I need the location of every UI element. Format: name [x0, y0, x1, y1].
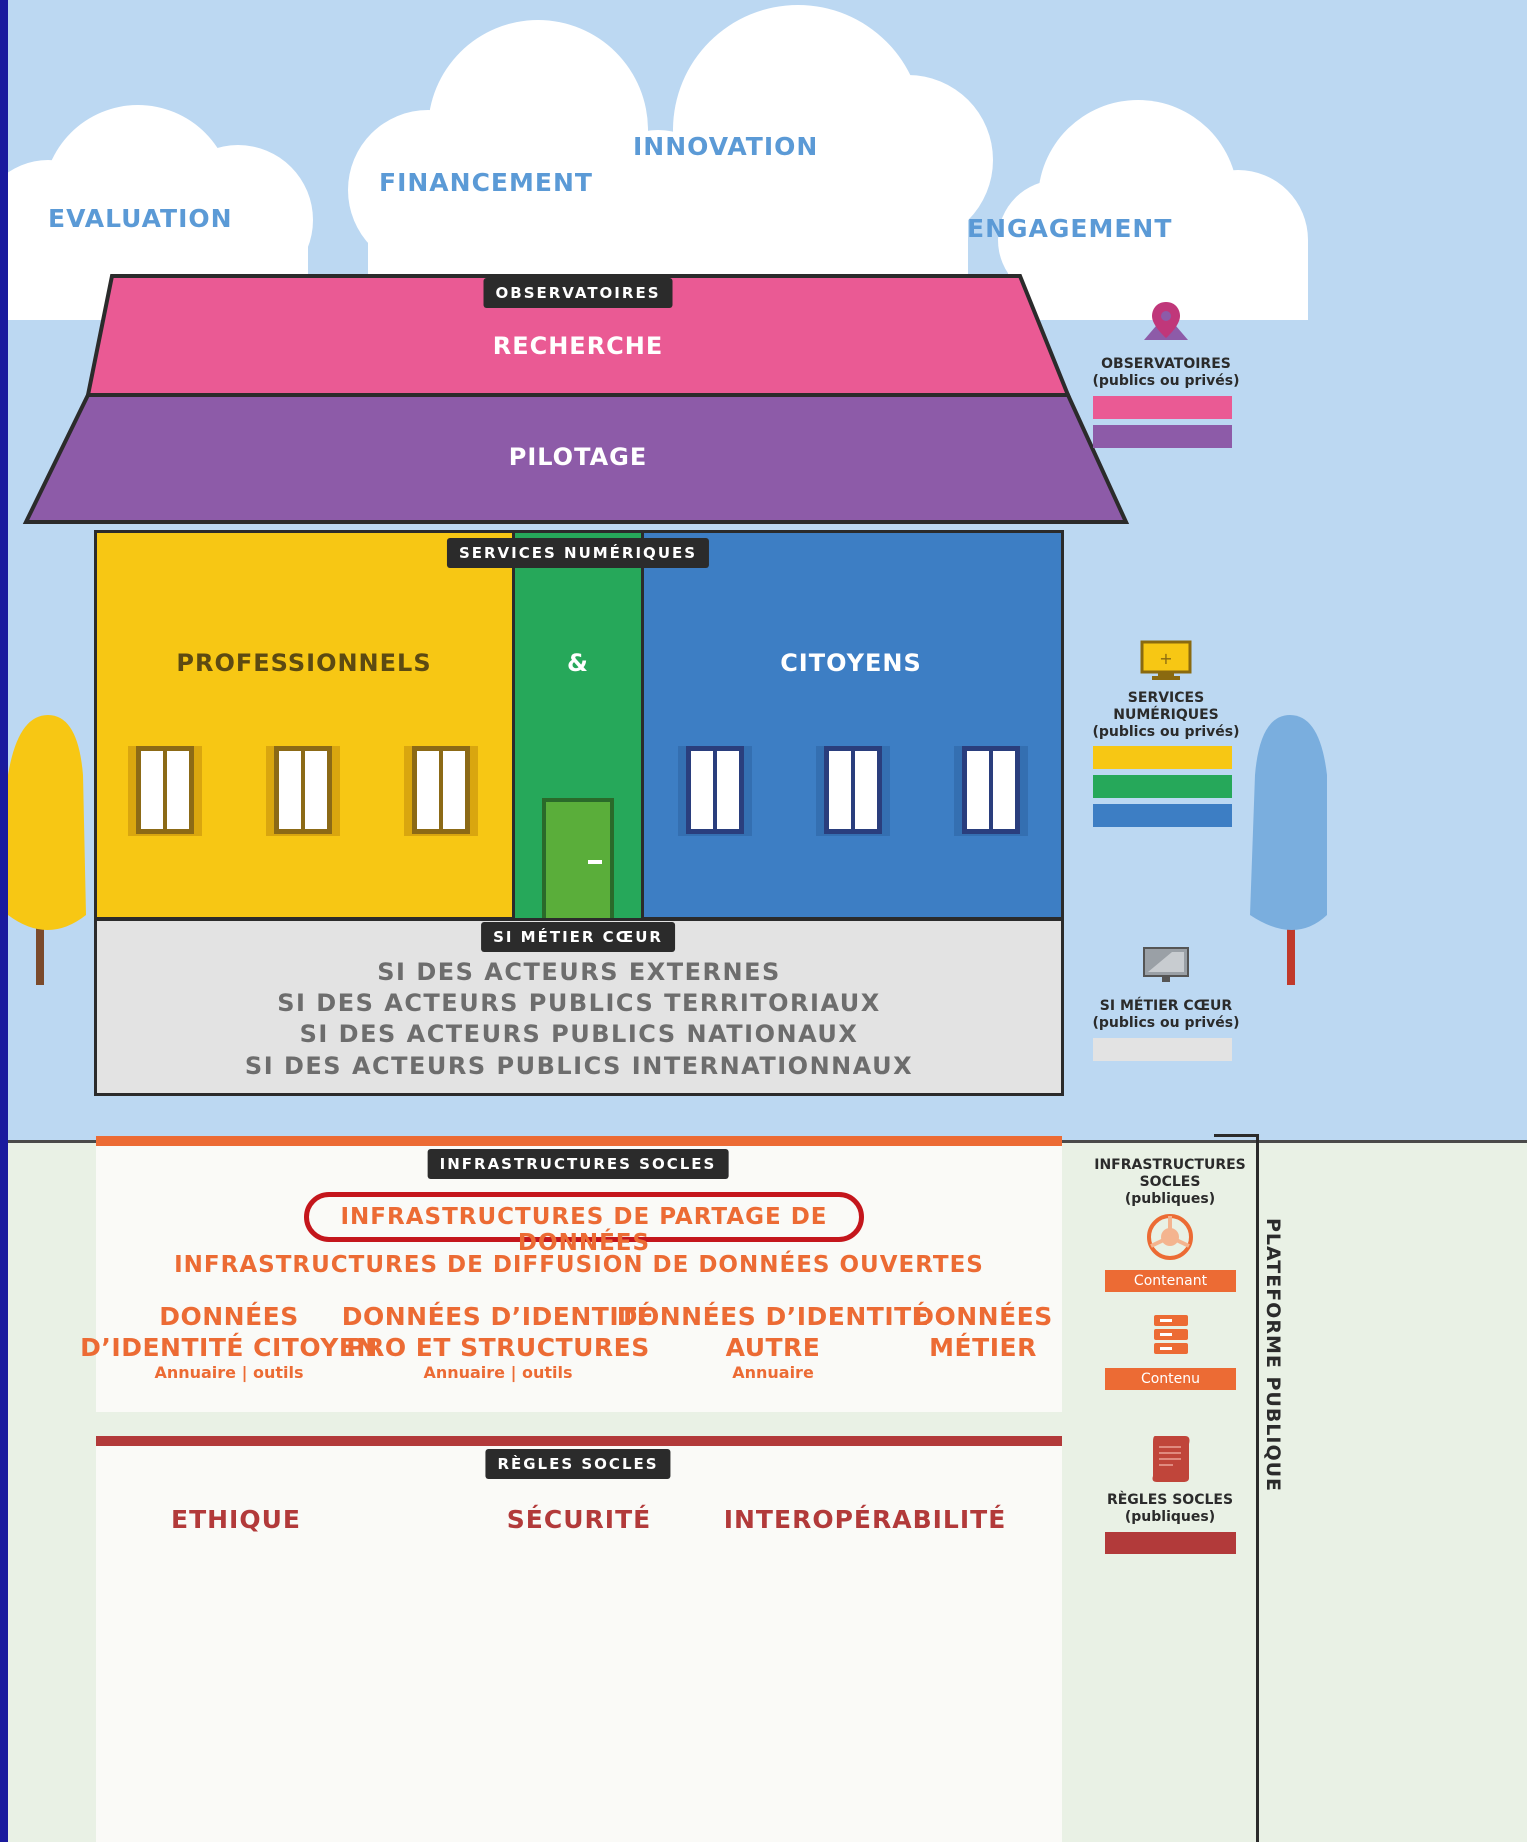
bracket-side: [1256, 1134, 1259, 1842]
tag-observatoires: OBSERVATOIRES: [483, 278, 673, 308]
infra-column-line2: D’IDENTITÉ CITOYEN: [80, 1333, 378, 1362]
rule-securite: SÉCURITÉ: [506, 1505, 652, 1534]
infra-column-line1: DONNÉES D’IDENTITÉ: [341, 1302, 655, 1331]
legend-swatch-blue: [1093, 804, 1232, 827]
bracket-top: [1214, 1134, 1258, 1137]
citoyens-section: [644, 530, 1064, 920]
legend-swatch-yellow: [1093, 746, 1232, 769]
window-icon: [266, 746, 340, 836]
legend-infra-line1: INFRASTRUCTURES: [1094, 1157, 1246, 1173]
window-icon: [954, 746, 1028, 836]
plateforme-publique-label: PLATEFORME PUBLIQUE: [1262, 1218, 1284, 1493]
legend-swatch-green: [1093, 775, 1232, 798]
regles-bar: [96, 1436, 1062, 1446]
legend-services-line2: NUMÉRIQUES: [1113, 707, 1219, 723]
network-hub-icon: [1147, 1214, 1193, 1260]
infra-column-line1: DONNÉES: [913, 1302, 1053, 1331]
legend-services-line1: SERVICES: [1127, 690, 1205, 706]
rule-interoperabilite: INTEROPÉRABILITÉ: [723, 1505, 1007, 1534]
legend-regles-line2: (publiques): [1124, 1509, 1216, 1525]
infra-partage-label: INFRASTRUCTURES DE PARTAGE DE DONNÉES: [340, 1204, 828, 1256]
legend-contenu-badge: Contenu: [1105, 1368, 1236, 1390]
blue-tree-icon: [1250, 715, 1327, 985]
legend-contenant-badge: Contenant: [1105, 1270, 1236, 1292]
infra-column: DONNÉES D’IDENTITÉ PRO ET STRUCTURES Ann…: [342, 1301, 655, 1383]
legend-swatch-grey: [1093, 1038, 1232, 1061]
cloud-engagement: ENGAGEMENT: [967, 214, 1173, 243]
legend-swatch-pink: [1093, 396, 1232, 419]
infrastructures-section: [96, 1136, 1062, 1412]
legend-infra-line2: SOCLES: [1139, 1174, 1201, 1190]
infra-column-line2: MÉTIER: [929, 1333, 1037, 1362]
infra-column-sub: Annuaire | outils: [154, 1363, 304, 1382]
cloud-evaluation: EVALUATION: [48, 204, 233, 233]
ampersand-label: &: [567, 649, 589, 677]
legend-observatoires-line1: OBSERVATOIRES: [1101, 356, 1231, 372]
legend-regles-line1: RÈGLES SOCLES: [1106, 1492, 1234, 1508]
tag-infrastructures-socles: INFRASTRUCTURES SOCLES: [427, 1149, 729, 1179]
legend-si-line1: SI MÉTIER CŒUR: [1099, 998, 1233, 1014]
legend-swatch-red: [1105, 1532, 1236, 1554]
si-line: SI DES ACTEURS EXTERNES: [377, 958, 781, 986]
si-line: SI DES ACTEURS PUBLICS INTERNATIONNAUX: [244, 1052, 914, 1080]
door-icon: [542, 798, 614, 920]
clouds-graphic: [8, 5, 1308, 320]
scroll-document-icon: [1152, 1436, 1190, 1482]
window-icon: [128, 746, 202, 836]
si-metier-section: SI DES ACTEURS EXTERNES SI DES ACTEURS P…: [94, 918, 1064, 1096]
window-icon: [404, 746, 478, 836]
professionnels-label: PROFESSIONNELS: [176, 649, 432, 677]
roof-graphic: [22, 274, 1130, 524]
legend-regles-title: RÈGLES SOCLES (publiques): [1107, 1492, 1233, 1526]
infra-diffusion-label: INFRASTRUCTURES DE DIFFUSION DE DONNÉES …: [174, 1252, 984, 1278]
infra-column-line2: PRO ET STRUCTURES: [346, 1333, 650, 1362]
legend-services-line3: (publics ou privés): [1092, 724, 1240, 740]
legend-services-title: SERVICES NUMÉRIQUES (publics ou privés): [1092, 690, 1239, 741]
legend-infra-line3: (publiques): [1124, 1191, 1216, 1207]
regles-section: [96, 1436, 1062, 1842]
infra-column-line1: DONNÉES D’IDENTITÉ: [616, 1302, 930, 1331]
screen-icon: +: [1140, 640, 1192, 680]
map-pin-icon: [1144, 302, 1188, 340]
server-icon: [1154, 1315, 1188, 1354]
legend-si-title: SI MÉTIER CŒUR (publics ou privés): [1092, 998, 1239, 1032]
infra-column-line1: DONNÉES: [159, 1302, 299, 1331]
window-icon: [678, 746, 752, 836]
house-diagram: EVALUATION FINANCEMENT INNOVATION ENGAGE…: [8, 0, 1527, 1842]
infra-column: DONNÉES D’IDENTITÉ CITOYEN Annuaire | ou…: [80, 1301, 378, 1383]
legend-si-line2: (publics ou privés): [1092, 1015, 1240, 1031]
tag-regles-socles: RÈGLES SOCLES: [485, 1449, 671, 1479]
tag-si-metier-coeur: SI MÉTIER CŒUR: [481, 922, 675, 952]
infra-column: DONNÉES D’IDENTITÉ AUTRE Annuaire: [617, 1301, 930, 1383]
legend-observatoires-title: OBSERVATOIRES (publics ou privés): [1092, 356, 1239, 390]
cloud-innovation: INNOVATION: [633, 132, 819, 161]
rule-ethique: ETHIQUE: [171, 1505, 301, 1534]
tag-services-numeriques: SERVICES NUMÉRIQUES: [446, 538, 710, 568]
roof-pilotage-label: PILOTAGE: [508, 443, 648, 471]
monitor-icon: [1143, 947, 1189, 982]
infra-column-sub: Annuaire | outils: [423, 1363, 573, 1382]
infra-column: DONNÉES MÉTIER: [913, 1301, 1053, 1363]
professionnels-section: [94, 530, 512, 920]
cloud-financement: FINANCEMENT: [379, 168, 593, 197]
si-line: SI DES ACTEURS PUBLICS TERRITORIAUX: [277, 989, 881, 1017]
ampersand-section: [512, 530, 644, 920]
infra-column-sub: Annuaire: [732, 1363, 814, 1382]
plateforme-label-wrap: PLATEFORME PUBLIQUE: [1262, 1218, 1304, 1498]
legend-observatoires-line2: (publics ou privés): [1092, 373, 1240, 389]
yellow-tree-icon: [8, 715, 86, 985]
svg-text:+: +: [1159, 649, 1172, 668]
citoyens-label: CITOYENS: [780, 649, 922, 677]
infrastructures-bar: [96, 1136, 1062, 1146]
roof-recherche-label: RECHERCHE: [492, 332, 664, 360]
legend-swatch-purple: [1093, 425, 1232, 448]
si-line: SI DES ACTEURS PUBLICS NATIONAUX: [299, 1020, 859, 1048]
window-icon: [816, 746, 890, 836]
highlight-outline: [304, 1192, 864, 1242]
infra-column-line2: AUTRE: [725, 1333, 821, 1362]
legend-infra-title: INFRASTRUCTURES SOCLES (publiques): [1094, 1157, 1246, 1208]
